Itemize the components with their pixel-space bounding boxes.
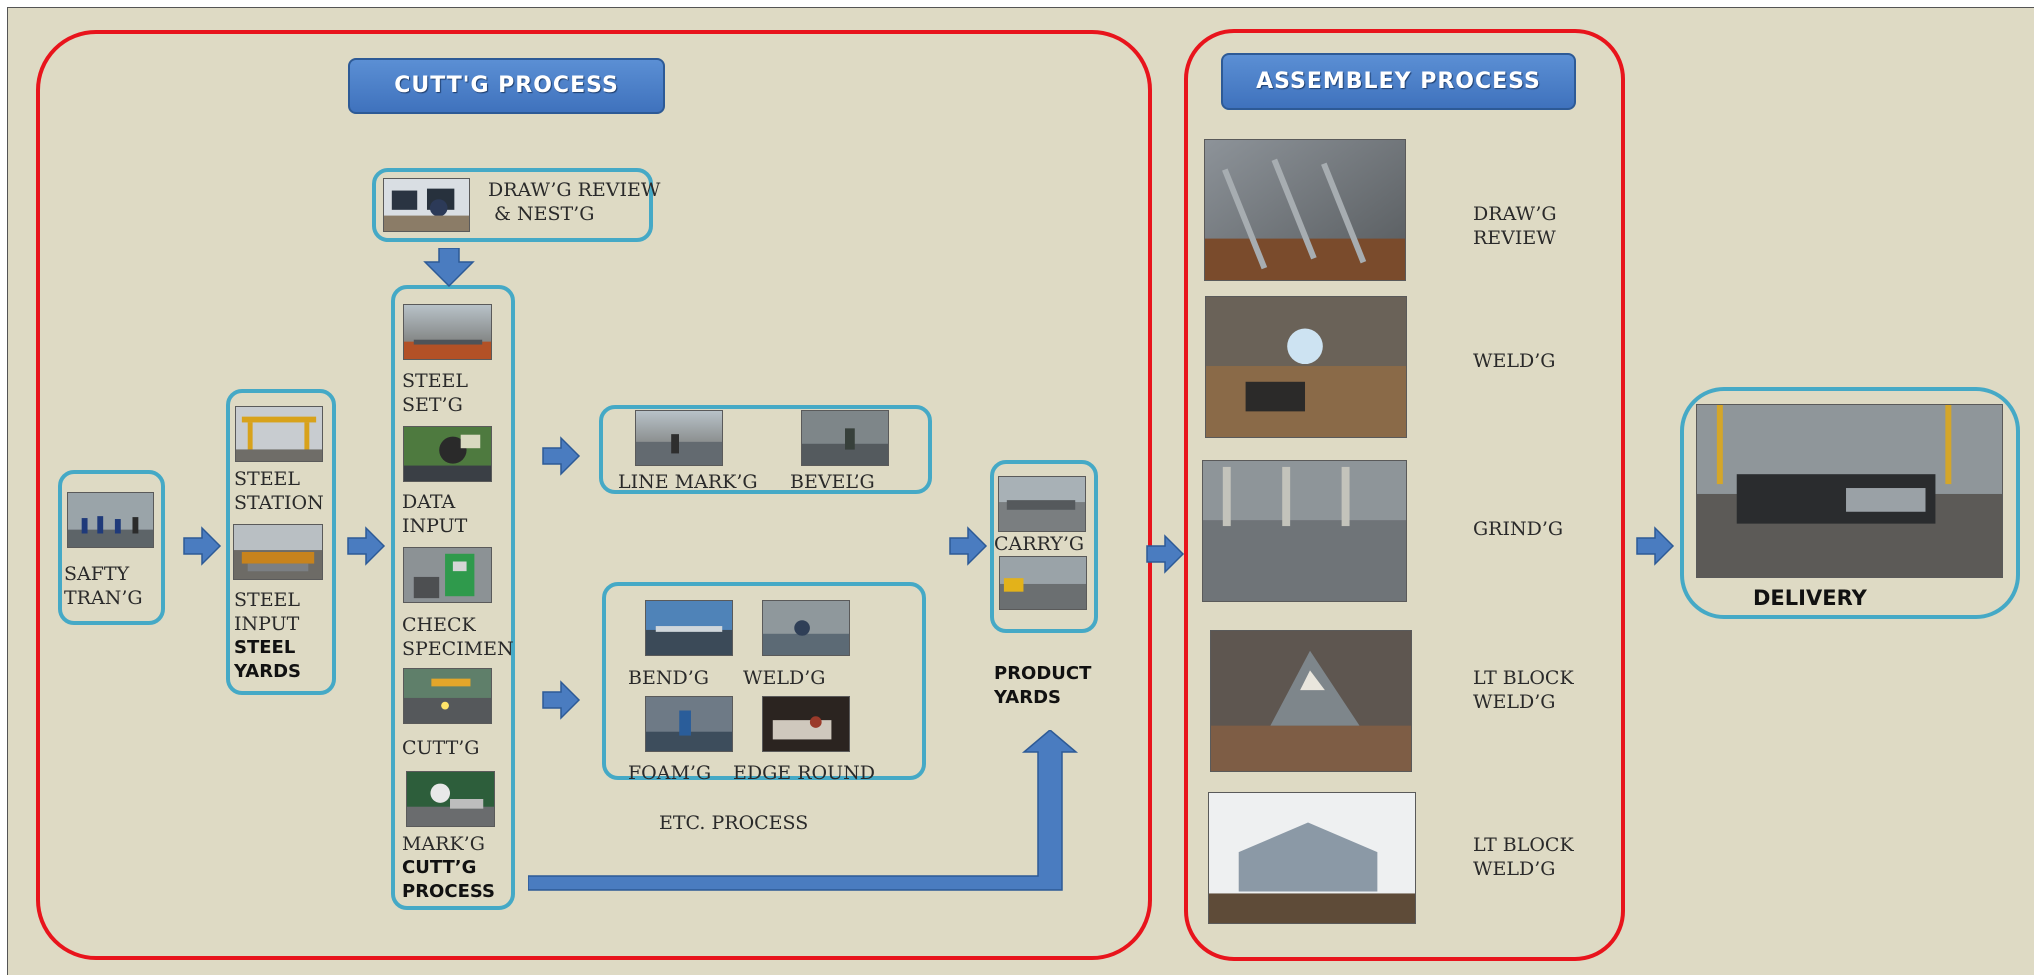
diagram-canvas: CUTT'G PROCESS DRAW’G REVIEW & NEST’G SA… [7,7,2034,975]
steel-station-photo [235,406,323,462]
assembly-step-5-label: LT BLOCK WELD’G [1473,834,1574,880]
steel-yards-caption: STEEL YARDS [234,637,302,682]
cutting-steps-column [391,285,515,910]
drawing-review-label: DRAW’G REVIEW & NEST’G [488,179,661,225]
steel-input-photo [233,524,323,580]
arrow-to-etc-process [542,680,581,720]
steel-setting-photo [403,304,492,360]
carrying-label: CARRY’G [994,533,1085,555]
etc-process-caption: ETC. PROCESS [659,812,809,834]
assembly-step-2-label: WELD’G [1473,350,1556,372]
cutting-photo [403,668,492,724]
line-marking-group [599,405,932,494]
bending-photo [645,600,733,656]
data-input-label: DATA INPUT [402,491,468,537]
line-marking-label: LINE MARK’G [618,471,758,493]
safety-training-box [58,470,165,625]
welding-label: WELD’G [743,667,826,689]
assembly-step-3-label: GRIND’G [1473,518,1564,540]
drawing-review-box [372,168,653,242]
product-yards-box [990,460,1098,633]
steel-input-label: STEEL INPUT [234,589,301,635]
grinding-photo [1202,460,1407,602]
bending-label: BEND’G [628,667,709,689]
marking-label: MARK’G [402,833,485,855]
product-yards-caption: PRODUCT YARDS [994,663,1092,708]
assembly-process-region [1184,29,1625,961]
arrow-assembly-to-delivery [1636,526,1675,566]
assembly-step-4-label: LT BLOCK WELD’G [1473,667,1574,713]
line-marking-photo [635,410,723,466]
assembly-process-title: ASSEMBLEY PROCESS [1221,53,1576,110]
steel-station-label: STEEL STATION [234,468,324,514]
arrow-down-to-column [423,248,475,288]
arrow-bypass-to-product-yards [528,730,1079,891]
cutting-process-region [36,30,1152,960]
block-finished-photo [1208,792,1416,924]
plate-frames-photo [1204,139,1406,281]
data-input-photo [403,426,492,482]
foaming-photo [645,696,733,752]
beveling-photo [801,410,889,466]
cutting-label: CUTT’G [402,737,480,759]
arrow-steel-to-column [347,526,386,566]
edge-round-label: EDGE ROUND [733,762,875,784]
foaming-label: FOAM’G [628,762,712,784]
arrow-safety-to-steel [183,526,222,566]
welding-assembly-photo [1205,296,1407,438]
arrow-to-line-marking [542,436,581,476]
check-specimen-label: CHECK SPECIMEN [402,614,514,660]
steel-setting-label: STEEL SET’G [402,370,469,416]
carrying-photo-top [998,476,1086,532]
block-photo [1210,630,1412,772]
assembly-step-1-label: DRAW’G REVIEW [1473,203,1557,249]
carrying-photo-bottom [999,556,1087,610]
check-specimen-photo [403,547,492,603]
etc-process-group [602,582,926,780]
welding-photo [762,600,850,656]
marking-photo [406,771,495,827]
cutting-process-title: CUTT'G PROCESS [348,58,665,114]
safety-training-label: SAFTY TRAN’G [64,563,143,609]
cutting-process-caption: CUTT’G PROCESS [402,857,495,902]
arrow-cutting-to-assembly [1146,534,1185,574]
computer-work-photo [383,178,470,232]
delivery-label: DELIVERY [1753,586,1867,610]
safety-training-photo [67,492,154,548]
delivery-photo [1696,404,2003,578]
steel-input-box [226,389,336,695]
edge-round-photo [762,696,850,752]
delivery-box [1680,387,2020,619]
beveling-label: BEVEL’G [790,471,875,493]
arrow-to-product-yards [949,526,988,566]
